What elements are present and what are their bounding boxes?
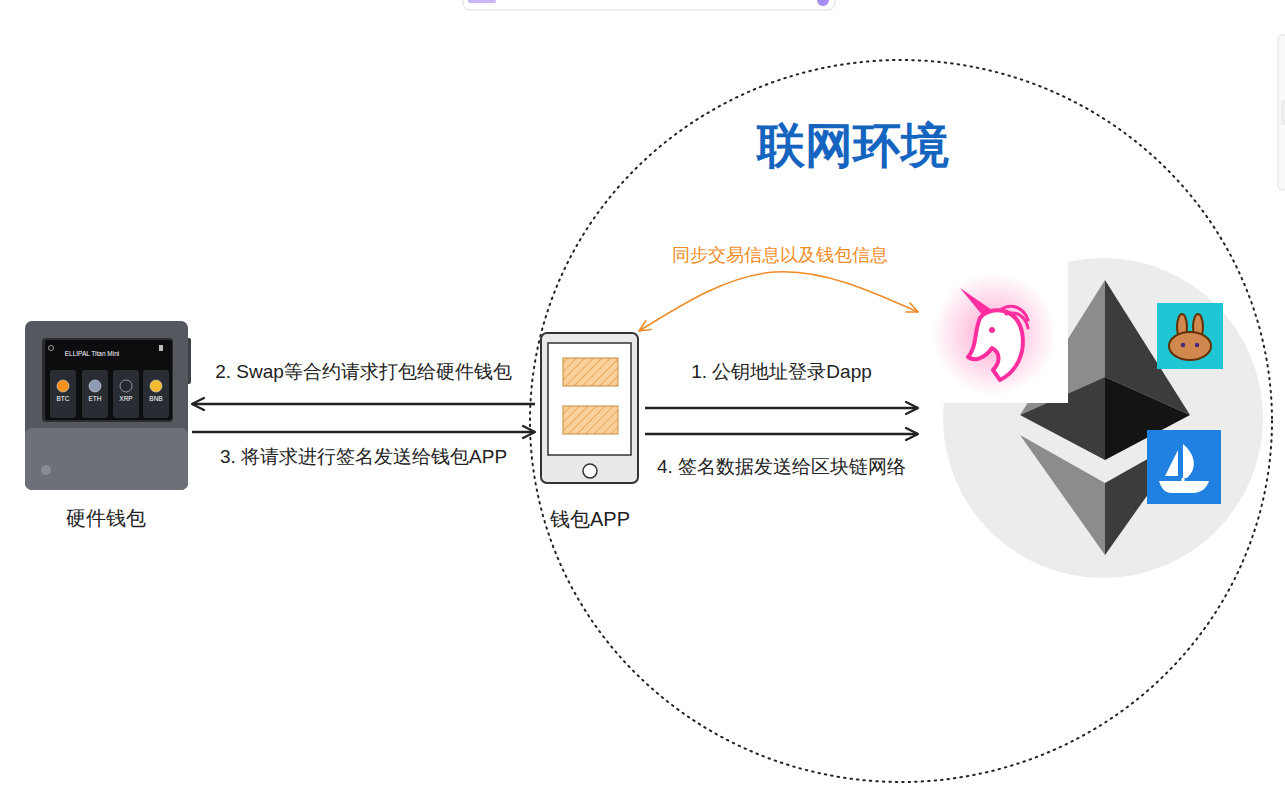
pancakeswap-logo [1157, 303, 1223, 369]
sync-arrow [639, 272, 918, 331]
flow-arrow [192, 431, 535, 434]
coin-ticker: BNB [149, 396, 162, 403]
home-button [583, 464, 597, 478]
flow-arrow [645, 433, 918, 436]
device-lower [25, 428, 188, 490]
flow-arrow [645, 407, 918, 410]
edge-label: 2. Swap等合约请求打包给硬件钱包 [212, 361, 515, 384]
device-screen [45, 340, 172, 420]
coin-ticker: ETH [89, 396, 102, 403]
wallet-app: 钱包APP [535, 331, 645, 536]
screen-icon [49, 346, 54, 351]
hardware-wallet: 硬件钱包 [20, 316, 192, 540]
device-header: ELLIPAL Titan Mini [65, 351, 120, 358]
device-logo [41, 465, 51, 475]
opensea-logo [1147, 430, 1221, 504]
coin-icon [57, 380, 69, 392]
network-region: 钱包APP 联网环境 [527, 57, 1275, 785]
bar-badge [817, 0, 829, 6]
node-caption: 钱包APP [550, 507, 630, 531]
edge-label: 1. 公钥地址登录Dapp [688, 361, 875, 384]
edge-label: 4. 签名数据发送给区块链网络 [654, 456, 909, 479]
screen-frame [42, 338, 173, 422]
dapp-cluster-figure [918, 255, 1273, 585]
coin-card [82, 370, 108, 418]
device-body [25, 321, 188, 490]
hardware-wallet-figure [20, 316, 192, 540]
coin-icon [89, 380, 101, 392]
edge-label: 3. 将请求进行签名发送给钱包APP [217, 446, 510, 469]
app-block [563, 406, 618, 434]
coin-card [113, 370, 139, 418]
app-block [563, 358, 618, 386]
phone-body [541, 333, 638, 483]
region-outline [530, 60, 1272, 782]
uniswap-logo [920, 262, 1068, 403]
coin-card [143, 370, 169, 418]
coin-card [50, 370, 76, 418]
coin-ticker: BTC [57, 396, 70, 403]
side-bar [1278, 35, 1285, 190]
phone-screen [548, 343, 631, 455]
edge-label: 同步交易信息以及钱包信息 [669, 245, 891, 267]
bar-icon [468, 0, 496, 3]
dapp-cluster [918, 255, 1273, 585]
top-bar [463, 0, 835, 10]
screen-icon [159, 345, 163, 351]
wallet-app-figure [535, 331, 645, 536]
flow-arrow [192, 403, 535, 406]
side-bar-tab [1281, 100, 1285, 125]
region-title: 联网环境 [757, 117, 949, 175]
coin-ticker: XRP [119, 396, 132, 403]
node-caption: 硬件钱包 [66, 506, 146, 530]
coin-icon [150, 380, 162, 392]
coin-icon [120, 380, 132, 392]
ethereum-logo [1020, 435, 1105, 555]
